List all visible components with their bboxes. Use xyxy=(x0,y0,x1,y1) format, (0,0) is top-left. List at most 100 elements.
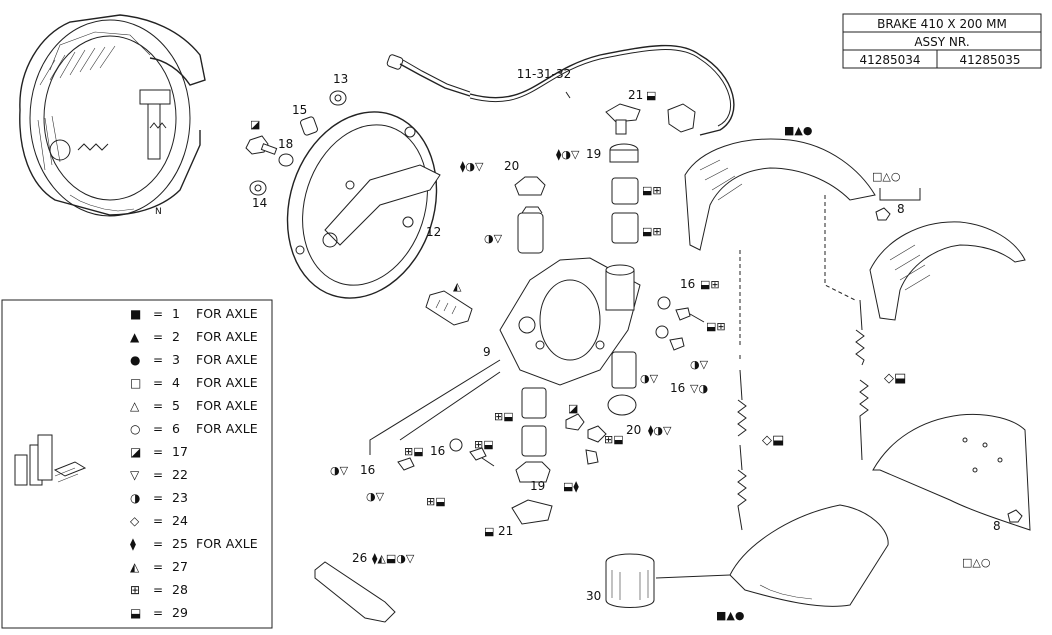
lower-components: ◑▽ 20 ⧫◑▽ ⊞⬓ 19 ⬓⧫ ⬓ 21 ◪ ⊞⬓ xyxy=(484,351,672,538)
callout-26: 26 xyxy=(352,551,367,565)
legend-equals: = xyxy=(153,330,163,344)
legend-number: 24 xyxy=(172,513,188,528)
callout-9: 9 xyxy=(483,345,491,359)
small-parts-left: 13 15 18 14 ◪ xyxy=(245,72,348,210)
legend-symbol: ■ xyxy=(130,307,141,321)
legend-equals: = xyxy=(153,537,163,551)
legend-text: FOR AXLE xyxy=(196,421,258,436)
legend-symbol: ⧫ xyxy=(130,537,136,551)
legend-equals: = xyxy=(153,399,163,413)
legend-symbol: ◑ xyxy=(130,491,141,505)
legend-symbol: ◪ xyxy=(130,445,141,459)
callout-20b: 20 xyxy=(626,423,641,437)
mark-16d: ⊞⬓ xyxy=(404,445,424,458)
legend-text: FOR AXLE xyxy=(196,306,258,321)
callout-11-31-32: 11-31-32 xyxy=(517,67,571,81)
mark-19b: ⬓⧫ xyxy=(563,480,579,493)
legend-number: 2 xyxy=(172,329,180,344)
mark-16b: ▽◑ xyxy=(690,382,708,395)
mark-box2: ⬓⊞ xyxy=(642,225,662,238)
mark-sq-tri-dot-bot: ■▲● xyxy=(716,609,744,622)
legend-number: 3 xyxy=(172,352,180,367)
mark-16c: ◑▽ xyxy=(690,358,709,371)
legend-symbol: ⬓ xyxy=(130,606,141,620)
mark-lower-box: ⊞⬓ xyxy=(426,495,446,508)
callout-8b: 8 xyxy=(993,519,1001,533)
callout-16a: 16 xyxy=(680,277,695,291)
mark-16a: ⬓⊞ xyxy=(700,278,720,291)
callout-16c: 16 xyxy=(430,444,445,458)
assembled-brake-drawing: N xyxy=(19,14,206,217)
mark-21b: ⬓ xyxy=(484,525,494,538)
bolts-left: ⊞⬓ 16 ⊞⬓ ◑▽ 16 ◑▽ ⊞⬓ xyxy=(330,359,501,508)
callout-14: 14 xyxy=(252,196,267,210)
callout-19a: 19 xyxy=(586,147,601,161)
mark-20a: ⧫◑▽ xyxy=(460,160,484,173)
callout-19b: 19 xyxy=(530,479,545,493)
legend-equals: = xyxy=(153,445,163,459)
callout-13: 13 xyxy=(333,72,348,86)
callout-30: 30 xyxy=(586,589,601,603)
assy-number-2: 41285035 xyxy=(959,53,1020,67)
legend-number: 25 xyxy=(172,536,188,551)
return-springs: ◇⬓ ◇⬓ xyxy=(737,195,906,531)
backing-plate: 12 xyxy=(286,111,441,299)
mark-sq-tri-dot-top: ■▲● xyxy=(784,124,812,137)
legend-equals: = xyxy=(153,606,163,620)
legend-text: FOR AXLE xyxy=(196,536,258,551)
legend-equals: = xyxy=(153,468,163,482)
mark-box5: ⊞⬓ xyxy=(604,433,624,446)
callout-16d: 16 xyxy=(360,463,375,477)
title-text: BRAKE 410 X 200 MM xyxy=(877,17,1007,31)
mark-tri-fill: ◭ xyxy=(453,280,462,293)
mark-box3: ⊞⬓ xyxy=(494,410,514,423)
mark-16e: ◑▽ xyxy=(330,464,349,477)
mark-half-square: ◪ xyxy=(250,118,260,131)
mark-open-bot: □△○ xyxy=(962,556,990,569)
legend-text: FOR AXLE xyxy=(196,398,258,413)
mark-20b: ⧫◑▽ xyxy=(648,424,672,437)
legend-equals: = xyxy=(153,422,163,436)
bolts-right: 16 ⬓⊞ ⬓⊞ ◑▽ 16 ▽◑ xyxy=(655,277,726,395)
legend-symbol: ● xyxy=(130,353,140,367)
legend-equals: = xyxy=(153,307,163,321)
mark-lower-ring: ◑▽ xyxy=(366,490,385,503)
legend-number: 29 xyxy=(172,605,188,620)
legend-number: 6 xyxy=(172,421,180,436)
carrier-housing: 9 ◭ xyxy=(425,257,641,386)
grease-jar: 30 xyxy=(586,553,731,608)
mark-26: ⧫◭⬓◑▽ xyxy=(372,552,415,565)
legend-equals: = xyxy=(153,560,163,574)
mark-diam2: ◇⬓ xyxy=(884,371,906,386)
callout-15: 15 xyxy=(292,103,307,117)
mark-open-top: □△○ xyxy=(872,170,900,183)
assy-label: ASSY NR. xyxy=(914,35,969,49)
legend-number: 1 xyxy=(172,306,180,321)
mark-ring-b: ⊞⬓ xyxy=(474,438,494,451)
grease-tube: 26 ⧫◭⬓◑▽ xyxy=(314,551,415,623)
callout-16b: 16 xyxy=(670,381,685,395)
mark-21a: ⬓ xyxy=(646,89,656,102)
callout-20a: 20 xyxy=(504,159,519,173)
legend-symbol: ◇ xyxy=(130,514,140,528)
legend-text: FOR AXLE xyxy=(196,329,258,344)
legend-icon xyxy=(14,434,87,486)
callout-21b: 21 xyxy=(498,524,513,538)
legend-symbol: ⊞ xyxy=(130,583,140,597)
legend-equals: = xyxy=(153,353,163,367)
legend-equals: = xyxy=(153,491,163,505)
brake-shoes-right: ■▲● □△○ 8 8 □△○ ■▲● xyxy=(684,124,1031,622)
legend-symbol: ▽ xyxy=(130,468,140,482)
legend-text: FOR AXLE xyxy=(196,352,258,367)
legend-symbol: △ xyxy=(130,399,140,413)
legend-number: 5 xyxy=(172,398,180,413)
legend-equals: = xyxy=(153,376,163,390)
svg-text:N: N xyxy=(155,207,162,217)
mark-box4: ◪ xyxy=(568,402,578,415)
legend-symbol: ▲ xyxy=(130,330,140,344)
mark-box1: ⬓⊞ xyxy=(642,184,662,197)
legend-number: 28 xyxy=(172,582,188,597)
legend-symbol: ○ xyxy=(130,422,140,436)
upper-components: ⧫◑▽ 20 ◑▽ ⧫◑▽ 19 ⬓⊞ ⬓⊞ 21 ⬓ xyxy=(460,88,662,254)
